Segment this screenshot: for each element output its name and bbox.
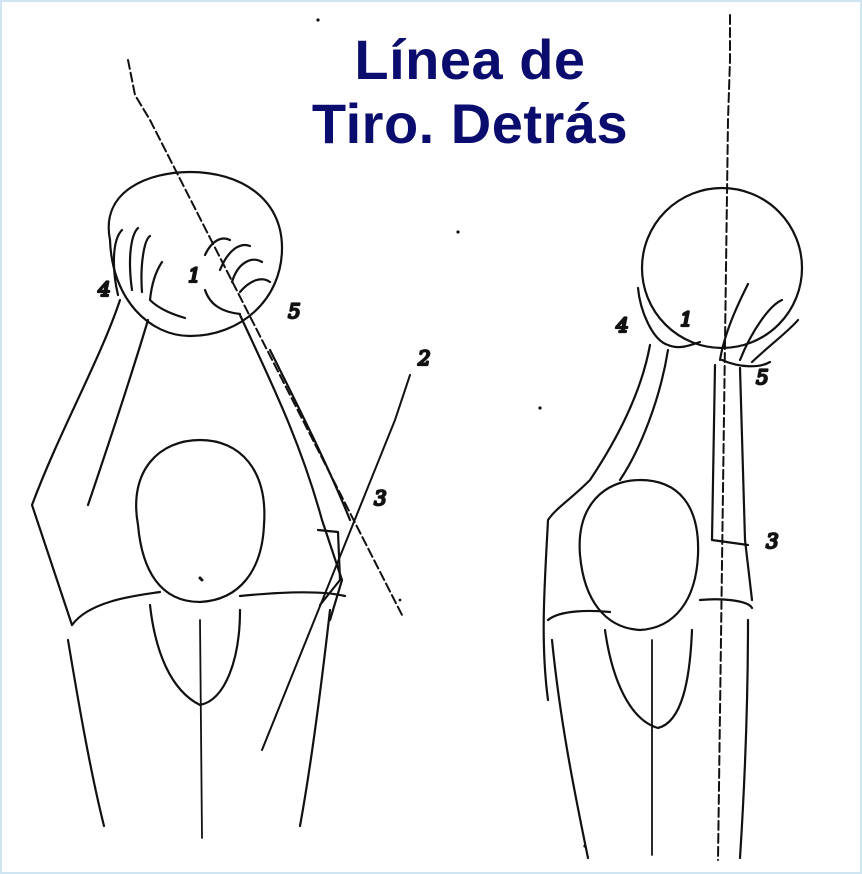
right-shooting-line	[718, 15, 730, 860]
left-ball	[109, 172, 282, 336]
left-figure: 4 1 5 2 3	[32, 60, 431, 838]
left-hand-2	[205, 239, 270, 314]
left-hand-1	[114, 228, 185, 318]
left-shooting-line	[128, 60, 402, 615]
scan-specks	[316, 18, 586, 847]
label-3: 3	[374, 486, 387, 510]
label-4: 4	[97, 277, 111, 301]
label-1: 1	[188, 263, 201, 287]
right-arm-left	[544, 345, 668, 700]
label-5: 5	[288, 299, 301, 323]
right-head	[580, 480, 698, 630]
right-back-collar	[605, 630, 692, 728]
label-5: 5	[756, 365, 769, 389]
left-back-collar	[150, 605, 240, 705]
right-ball	[642, 188, 802, 348]
label-2: 2	[417, 346, 431, 370]
label-4: 4	[615, 313, 629, 337]
right-figure: 4 1 5 3	[544, 15, 802, 860]
label-1: 1	[680, 307, 693, 331]
right-arm-right	[712, 365, 752, 600]
left-arm-left	[32, 300, 148, 625]
right-hand-2	[720, 284, 798, 366]
left-torso	[68, 592, 345, 826]
label-3: 3	[766, 529, 779, 553]
